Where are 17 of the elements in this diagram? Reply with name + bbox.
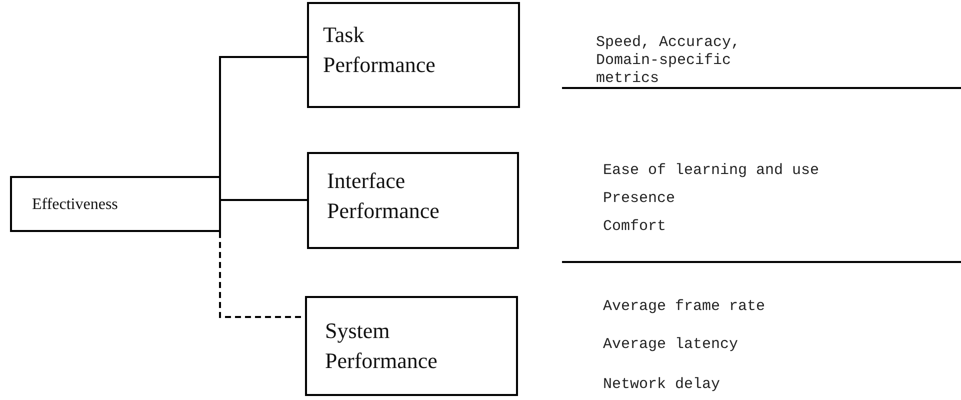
box-title: Interface Performance (327, 167, 440, 225)
metric-text: Comfort (603, 218, 666, 236)
metric-text: Average frame rate (603, 298, 766, 316)
process-box (305, 296, 518, 396)
box-title: Effectiveness (32, 195, 119, 215)
metric-text: Average latency (603, 336, 738, 354)
box-title: Task Performance (323, 21, 436, 79)
box-title: System Performance (325, 317, 438, 375)
connector (219, 56, 307, 176)
process-box (307, 2, 520, 108)
metric-text: Network delay (603, 376, 720, 394)
metric-text: Presence (603, 190, 676, 208)
process-box (307, 152, 519, 249)
process-box (10, 176, 221, 232)
metric-text: Speed, Accuracy, Domain-specific metrics (596, 34, 742, 88)
metric-text: Ease of learning and use (603, 162, 820, 180)
connector (220, 199, 307, 201)
